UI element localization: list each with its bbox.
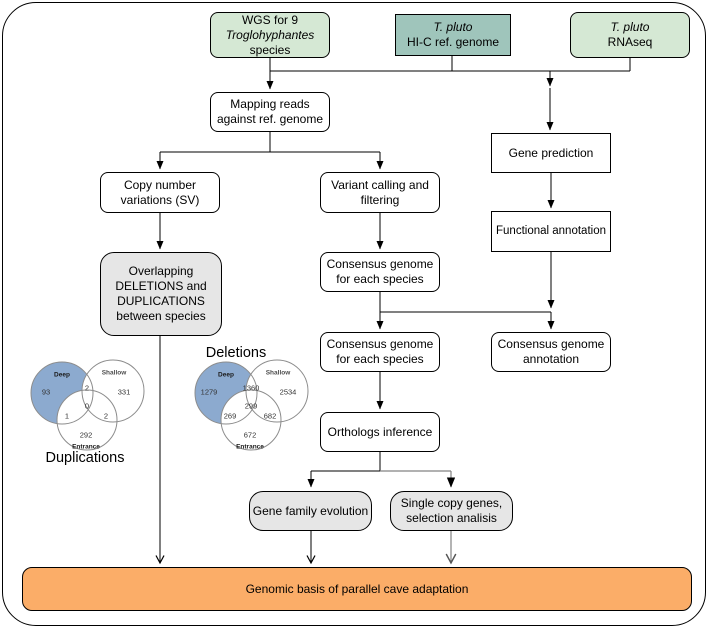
node-consensus1-line1: Consensus genome	[326, 257, 434, 271]
venn-dup-deep-label: Deep	[54, 371, 70, 379]
node-orthologs-inference: Orthologs inference	[320, 412, 440, 452]
node-functional-annotation-line1: Functional annotation	[496, 225, 606, 237]
venn-deletions-circles	[194, 359, 309, 451]
venn-del-deep-shallow-value: 1360	[242, 383, 260, 393]
venn-del-entrance-value: 672	[243, 430, 257, 440]
venn-del-shallow-label: Shallow	[265, 369, 291, 377]
node-consensus-genome-2: Consensus genome for each species	[320, 332, 440, 372]
node-hic-line1: T. pluto	[433, 20, 473, 34]
edges-black	[160, 56, 631, 563]
venn-dup-deep-entrance-value: 1	[64, 411, 70, 421]
node-consensus-genome-1: Consensus genome for each species	[320, 252, 440, 292]
node-overlapping-del-dup: Overlapping DELETIONS and DUPLICATIONS b…	[100, 252, 222, 336]
edges-gray	[380, 470, 451, 563]
node-overlap-line4: between species	[116, 309, 206, 323]
venn-del-center-value: 299	[244, 401, 258, 411]
venn-dup-entrance-label: Entrance	[72, 443, 100, 451]
node-consensus-annotation-line1: Consensus genome	[497, 337, 605, 351]
node-gene-prediction-line1: Gene prediction	[508, 145, 594, 160]
venn-dup-center-value: 0	[84, 401, 90, 411]
node-overlap-line3: DUPLICATIONS	[117, 294, 205, 308]
node-single-copy-line1: Single copy genes,	[400, 496, 503, 510]
venn-deletions-title: Deletions	[205, 345, 267, 361]
node-single-copy-line2: selection analisis	[406, 511, 497, 525]
venn-dup-deep-shallow-value: 2	[84, 383, 90, 393]
node-consensus-annotation-line2: annotation	[522, 352, 580, 366]
node-variant-line2: filtering	[360, 192, 400, 207]
node-wgs-line1: WGS for 9	[241, 12, 298, 27]
node-gene-family-line1: Gene family evolution	[252, 503, 369, 518]
node-functional-annotation: Functional annotation	[491, 211, 611, 252]
venn-duplications-circles	[30, 359, 145, 451]
node-mapping-line1: Mapping reads	[230, 97, 310, 111]
venn-deletions: Deep Shallow Entrance 1279 2534 1360 299…	[174, 356, 324, 456]
node-overlap-line2: DELETIONS and	[115, 279, 207, 293]
venn-dup-deep-value: 93	[41, 387, 51, 397]
diagram-outer-border	[2, 2, 706, 626]
node-variant-line1: Variant calling and	[331, 177, 429, 192]
node-cnv-line2: variations (SV)	[120, 192, 200, 207]
venn-del-entrance-label: Entrance	[236, 443, 264, 451]
node-rnaseq-line1: T. pluto	[610, 20, 650, 34]
node-gene-family-evolution: Gene family evolution	[249, 491, 372, 531]
venn-del-deep-entrance-value: 269	[223, 411, 237, 421]
venn-del-shallow-entrance-value: 682	[263, 411, 277, 421]
venn-del-deep-value: 1279	[200, 387, 218, 397]
node-orthologs-line1: Orthologs inference	[327, 424, 433, 439]
node-gene-prediction: Gene prediction	[491, 133, 611, 173]
node-outcome: Genomic basis of parallel cave adaptatio…	[22, 567, 692, 611]
venn-del-deep-label: Deep	[218, 371, 234, 379]
node-consensus1-line2: for each species	[336, 272, 424, 286]
node-overlap-line1: Overlapping	[128, 264, 194, 278]
venn-dup-shallow-entrance-value: 2	[103, 411, 109, 421]
node-cnv-line1: Copy number	[123, 177, 197, 192]
node-hic-line2: HI-C ref. genome	[406, 35, 500, 49]
node-variant-calling: Variant calling and filtering	[320, 172, 440, 213]
node-rnaseq-line2: RNAseq	[607, 35, 653, 49]
node-consensus2-line1: Consensus genome	[326, 337, 434, 351]
venn-duplications: Deep Shallow Entrance 93 331 2 0 1 2 292	[10, 356, 160, 456]
venn-dup-entrance-value: 292	[79, 430, 93, 440]
venn-del-shallow-value: 2534	[279, 387, 297, 397]
node-rnaseq: T. pluto RNAseq	[570, 12, 690, 58]
node-wgs-line3: species	[249, 42, 291, 57]
node-mapping-line2: against ref. genome	[216, 112, 324, 126]
venn-dup-shallow-value: 331	[117, 387, 131, 397]
node-hic-ref-genome: T. pluto HI-C ref. genome	[395, 14, 511, 56]
node-mapping-reads: Mapping reads against ref. genome	[210, 92, 330, 132]
node-single-copy-genes: Single copy genes, selection analisis	[390, 491, 513, 531]
node-copy-number-variations: Copy number variations (SV)	[100, 172, 220, 213]
venn-dup-shallow-label: Shallow	[101, 369, 127, 377]
node-wgs: WGS for 9 Troglohyphantes species	[210, 12, 330, 58]
node-outcome-line1: Genomic basis of parallel cave adaptatio…	[245, 581, 469, 596]
node-consensus-annotation: Consensus genome annotation	[491, 332, 611, 372]
node-wgs-line2: Troglohyphantes	[225, 27, 315, 42]
node-consensus2-line2: for each species	[336, 352, 424, 366]
venn-duplications-title: Duplications	[45, 450, 125, 466]
